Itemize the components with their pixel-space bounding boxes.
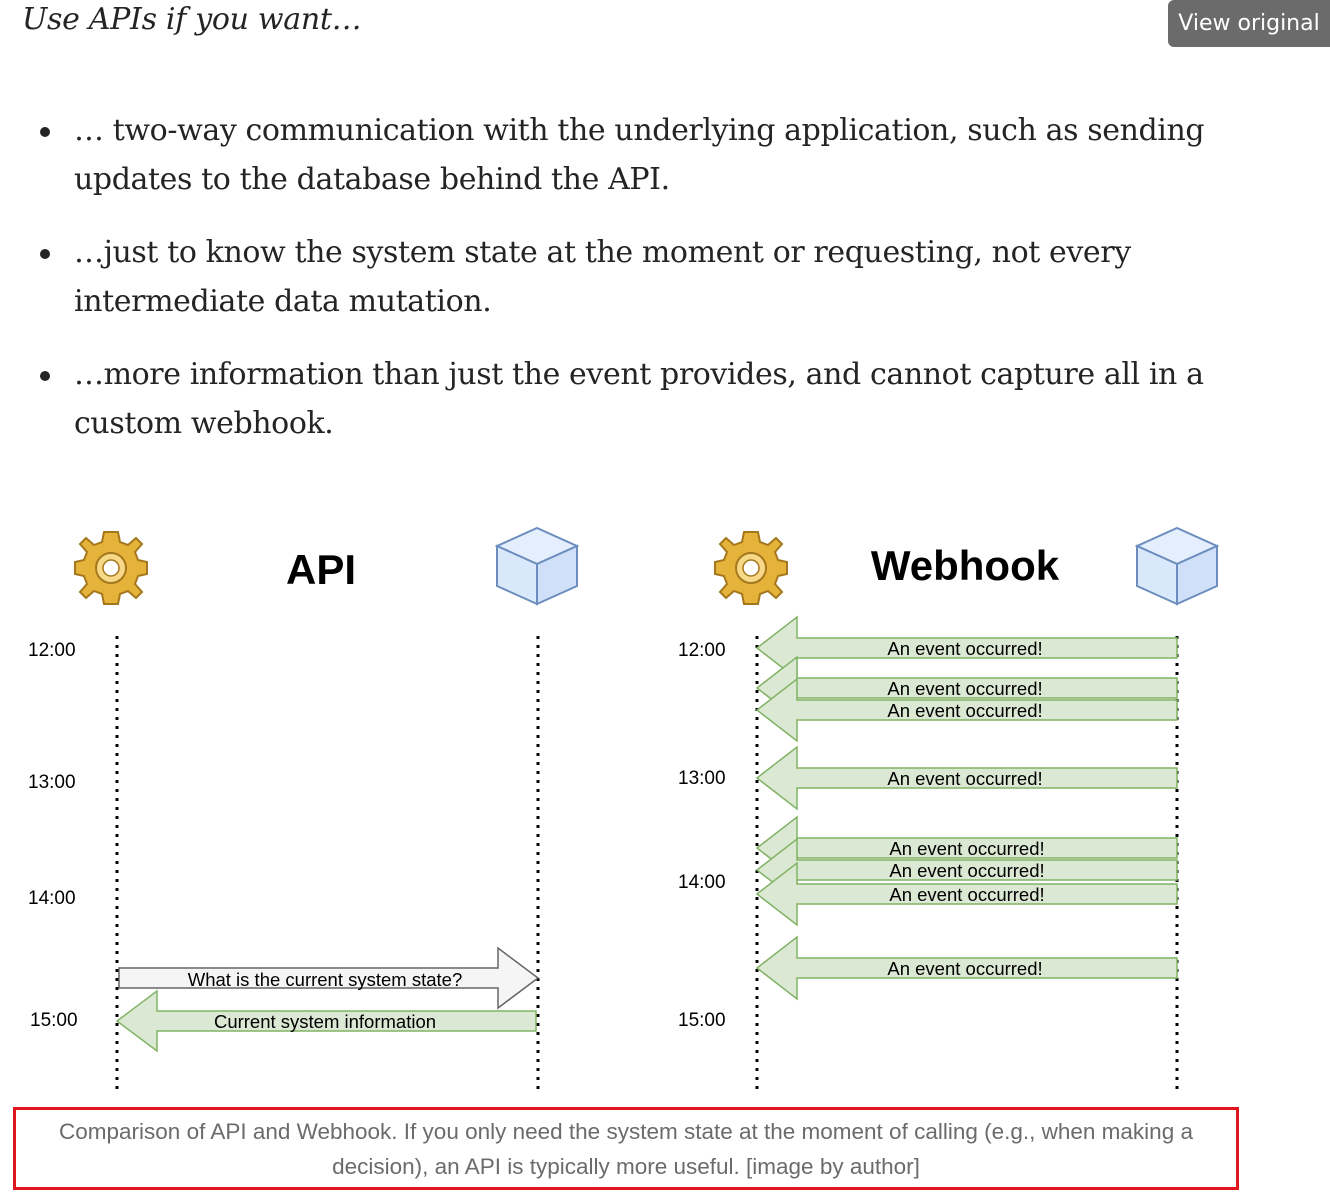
view-original-button[interactable]: View original [1168,0,1330,47]
event-label: An event occurred! [887,678,1042,699]
event-label: An event occurred! [887,768,1042,789]
api-response-label: Current system information [214,1011,436,1032]
bullet-dot [40,249,50,259]
figure-svg: API Webhook 12:00 13:00 14:00 15:00 12:0… [28,527,1218,1090]
list-item: …just to know the system state at the mo… [36,228,1236,326]
time-label: 12:00 [678,640,726,661]
api-request-label: What is the current system state? [188,969,463,990]
gear-icon [74,531,148,605]
time-label: 15:00 [30,1010,78,1031]
bullet-text: …just to know the system state at the mo… [74,235,1131,319]
section-heading: Use APIs if you want… [22,2,362,37]
event-arrow [755,935,1178,1001]
api-response-arrow [115,989,537,1053]
bullet-text: … two-way communication with the underly… [74,113,1205,197]
bullet-dot [40,127,50,137]
time-label: 12:00 [28,640,76,661]
time-label: 14:00 [678,872,726,893]
api-title: API [286,546,356,593]
time-label: 13:00 [28,772,76,793]
cube-icon [496,527,578,605]
event-label: An event occurred! [889,838,1044,859]
time-label: 13:00 [678,768,726,789]
event-arrow [755,677,1178,743]
caption-highlight-box: Comparison of API and Webhook. If you on… [13,1107,1239,1190]
time-label: 15:00 [678,1010,726,1031]
cube-icon [1136,527,1218,605]
webhook-title: Webhook [871,542,1060,589]
event-label: An event occurred! [889,860,1044,881]
event-label: An event occurred! [887,638,1042,659]
bullet-list: … two-way communication with the underly… [36,106,1236,472]
event-arrow [755,615,1178,681]
event-label: An event occurred! [887,958,1042,979]
gear-icon [714,531,788,605]
api-request-arrow [118,946,540,1010]
list-item: …more information than just the event pr… [36,350,1236,448]
event-label: An event occurred! [887,700,1042,721]
list-item: … two-way communication with the underly… [36,106,1236,204]
event-arrow [755,745,1178,811]
event-label: An event occurred! [889,884,1044,905]
figure-caption: Comparison of API and Webhook. If you on… [59,1118,1193,1179]
event-arrows: An event occurred!An event occurred!An e… [755,615,1178,1001]
bullet-dot [40,371,50,381]
event-arrow [755,861,1178,927]
time-label: 14:00 [28,888,76,909]
bullet-text: …more information than just the event pr… [74,357,1204,441]
api-vs-webhook-figure: API Webhook 12:00 13:00 14:00 15:00 12:0… [0,500,1330,1100]
